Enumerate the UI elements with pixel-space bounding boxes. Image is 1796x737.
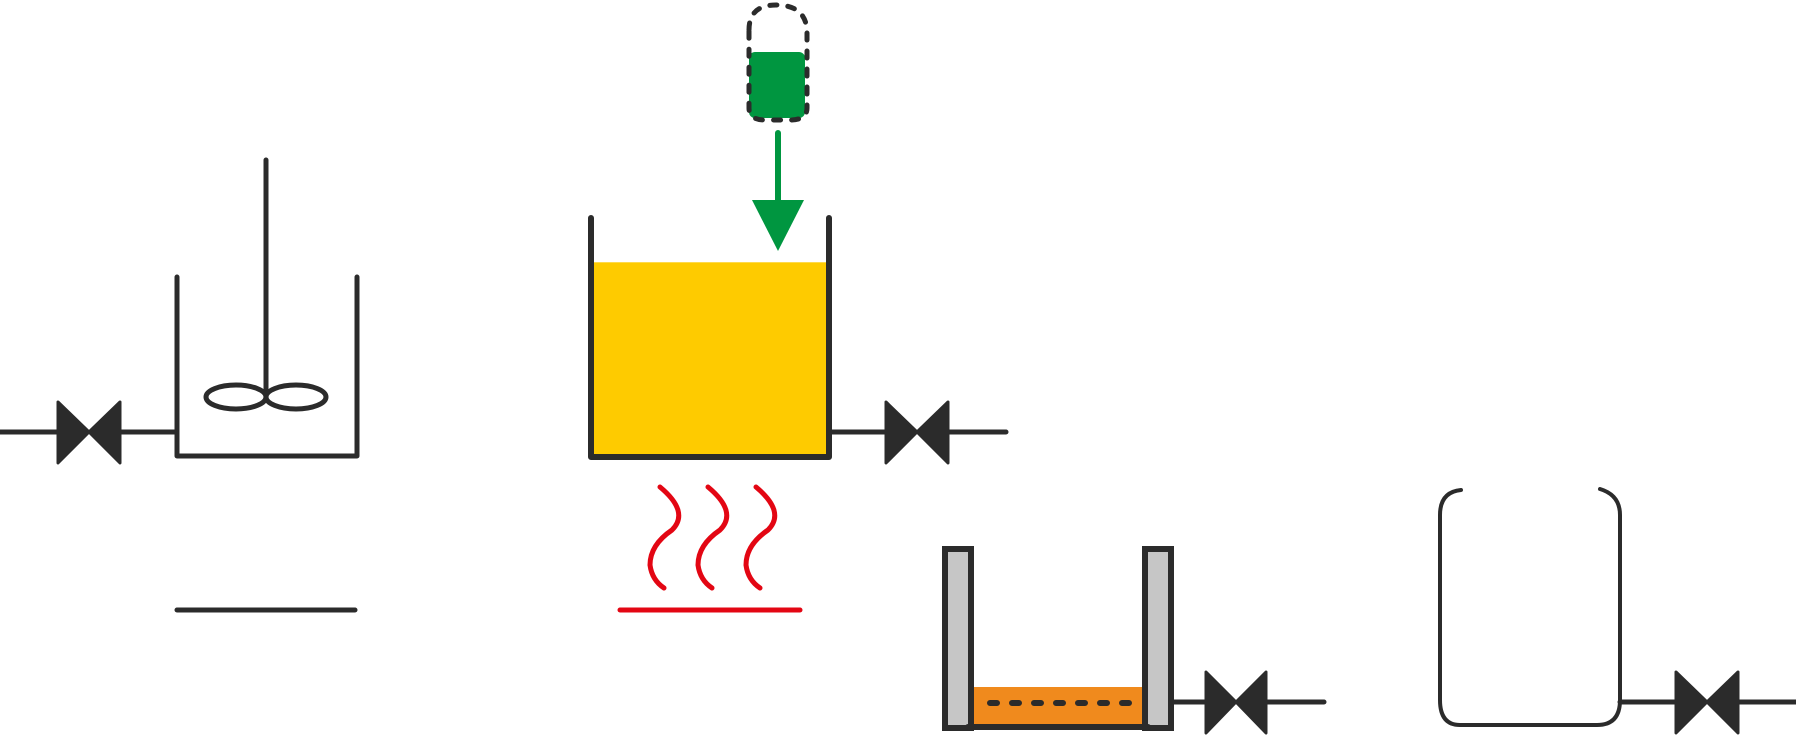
open-tank-icon — [1438, 487, 1622, 727]
filter-basin-unit — [942, 546, 1327, 735]
flow-arrow-icon — [752, 130, 804, 251]
gate-valve-icon[interactable] — [56, 400, 122, 465]
filter-wall-right — [1142, 546, 1174, 731]
gate-valve-icon[interactable] — [1674, 670, 1740, 735]
agitator-icon — [203, 382, 329, 412]
gate-valve-icon[interactable] — [1204, 670, 1268, 735]
open-tank-unit — [1438, 487, 1796, 735]
heated-vessel-unit — [588, 2, 1009, 613]
filter-wall-left — [942, 546, 974, 731]
dosing-container-icon — [746, 2, 810, 123]
stirred-tank-icon — [174, 274, 360, 459]
heating-element-icon — [617, 484, 803, 613]
gate-valve-icon[interactable] — [884, 400, 950, 465]
vessel-liquid — [593, 262, 826, 455]
mixer-unit — [0, 157, 360, 613]
heated-vessel-icon — [588, 215, 832, 460]
